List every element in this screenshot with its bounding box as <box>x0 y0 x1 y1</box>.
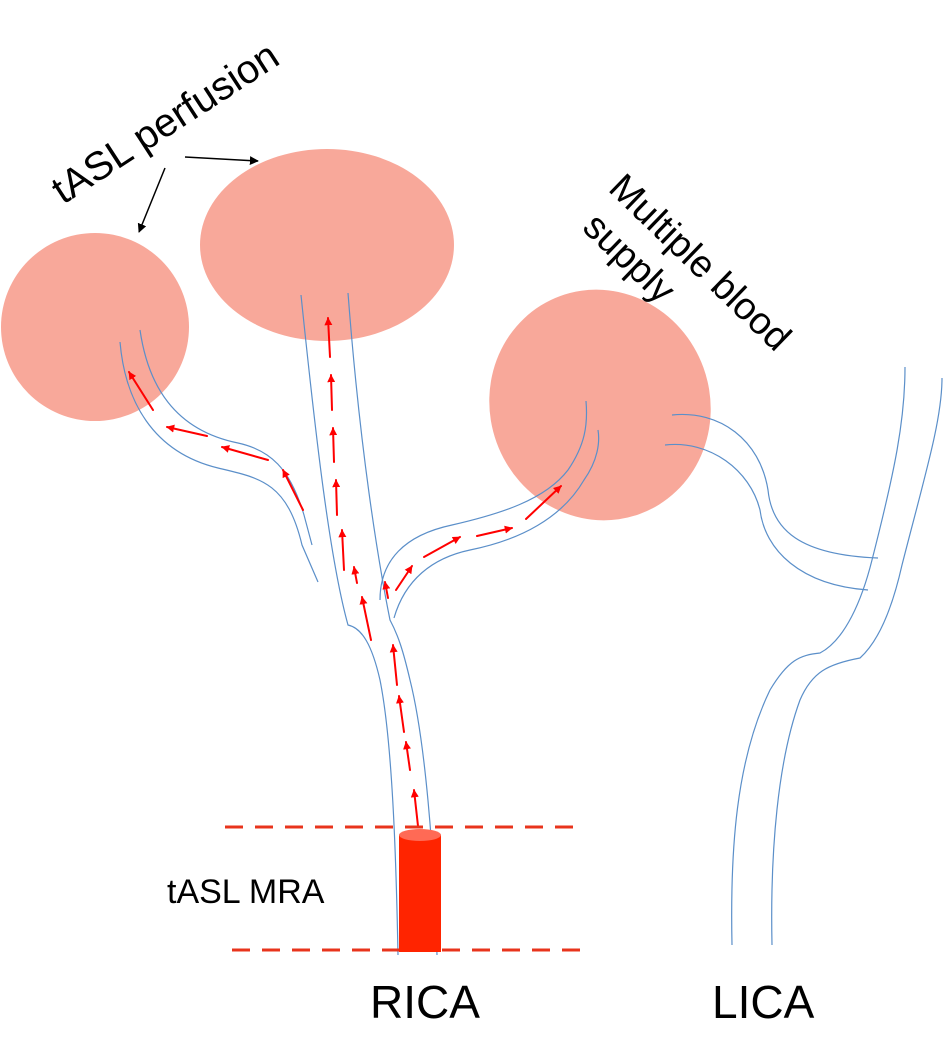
flow-arrow-icon <box>395 565 413 591</box>
rica-left-branch-outer <box>119 341 319 583</box>
flow-arrow-icon <box>525 485 562 520</box>
flow-arrow-icon <box>403 741 411 771</box>
flow-arrow-icon <box>128 371 154 411</box>
lica-vessel <box>664 366 943 946</box>
perfusion-territory-middle <box>200 149 454 341</box>
flow-arrow-icon <box>476 525 513 537</box>
flow-arrow-icon <box>282 469 304 511</box>
flow-arrow-icon <box>329 427 338 463</box>
flow-arrow-icon <box>327 374 336 411</box>
rica-left-branch-inner <box>139 329 313 546</box>
flow-arrow-icon <box>410 789 419 827</box>
flow-arrow-icon <box>423 536 461 558</box>
annotation-arrows <box>137 156 259 233</box>
flow-arrows <box>128 317 562 827</box>
rica-vessel-tree <box>119 292 600 956</box>
label-tasl-mra: tASL MRA <box>167 873 325 911</box>
labeled-bolus-cylinder <box>399 829 441 952</box>
perfusion-territory-right <box>489 289 711 521</box>
rica-right-branch-lower <box>393 429 600 619</box>
perfusion-territory-left <box>1 233 189 421</box>
flow-arrow-icon <box>351 566 360 584</box>
rica-trunk-right-wall <box>347 292 438 956</box>
annotation-arrow-icon <box>137 167 166 233</box>
perfusion-territories <box>1 149 711 521</box>
label-rica: RICA <box>370 976 480 1028</box>
lica-left-wall <box>731 366 906 946</box>
rica-right-branch-upper <box>379 400 588 601</box>
flow-arrow-icon <box>338 529 347 571</box>
annotation-arrow-icon <box>184 156 259 166</box>
flow-arrow-icon <box>324 317 333 358</box>
lica-branch-upper <box>671 413 879 559</box>
flow-arrow-icon <box>359 596 372 641</box>
flow-arrow-icon <box>332 479 341 516</box>
flow-arrow-icon <box>382 581 391 599</box>
lica-right-wall <box>771 377 943 946</box>
rica-trunk-left-wall <box>300 294 399 956</box>
flow-arrow-icon <box>221 445 269 461</box>
flow-arrow-icon <box>389 644 398 686</box>
cylinder-top <box>399 829 441 841</box>
flow-arrow-icon <box>396 695 405 733</box>
lica-branch-lower <box>664 443 869 591</box>
flow-arrow-icon <box>166 424 208 437</box>
label-lica: LICA <box>712 976 815 1028</box>
